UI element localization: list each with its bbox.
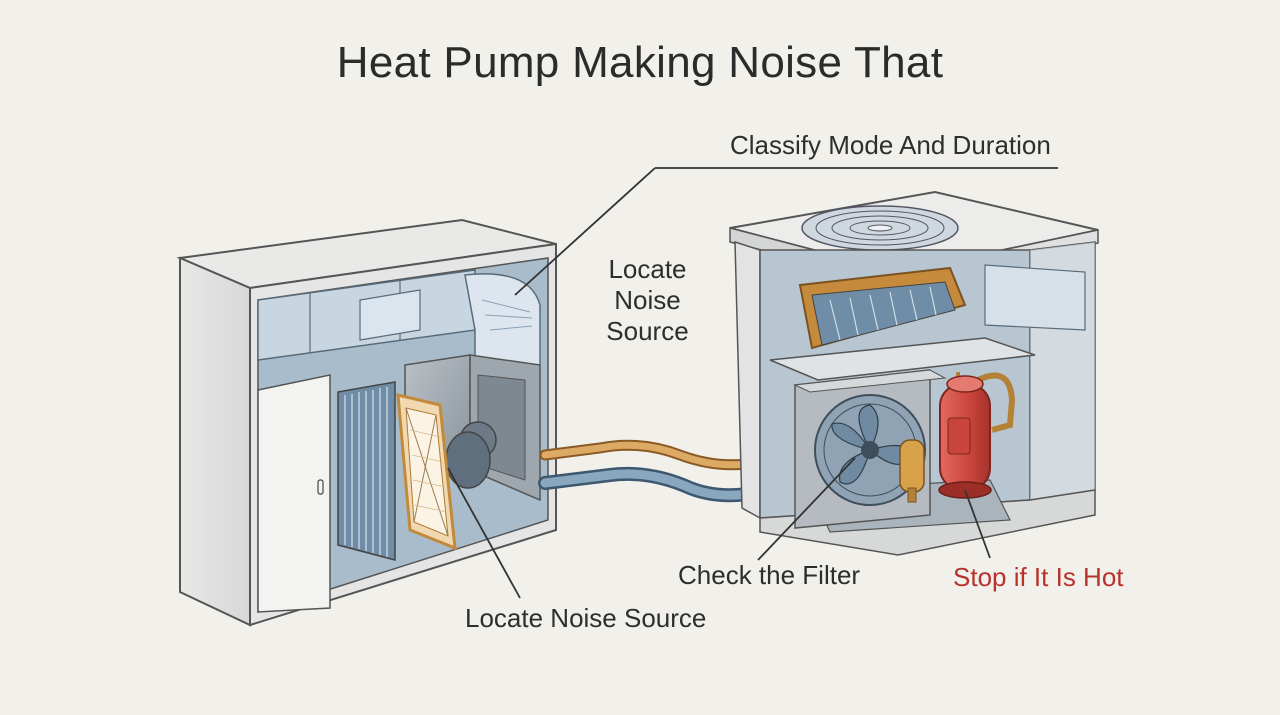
air-filter-icon (396, 393, 457, 551)
callout-leaders (447, 167, 1058, 599)
label-check-filter: Check the Filter (678, 560, 861, 590)
blower-fan-icon (793, 369, 947, 529)
label-stop-if-hot: Stop if It Is Hot (953, 562, 1124, 592)
label-locate-noise-top: Locate Noise Source (606, 254, 689, 346)
indoor-air-handler-icon (176, 218, 557, 627)
label-locate-noise-bottom: Locate Noise Source (465, 603, 707, 633)
label-classify-mode: Classify Mode And Duration (730, 130, 1051, 160)
page-title: Heat Pump Making Noise That (336, 38, 944, 87)
compressor-icon (938, 372, 1016, 499)
